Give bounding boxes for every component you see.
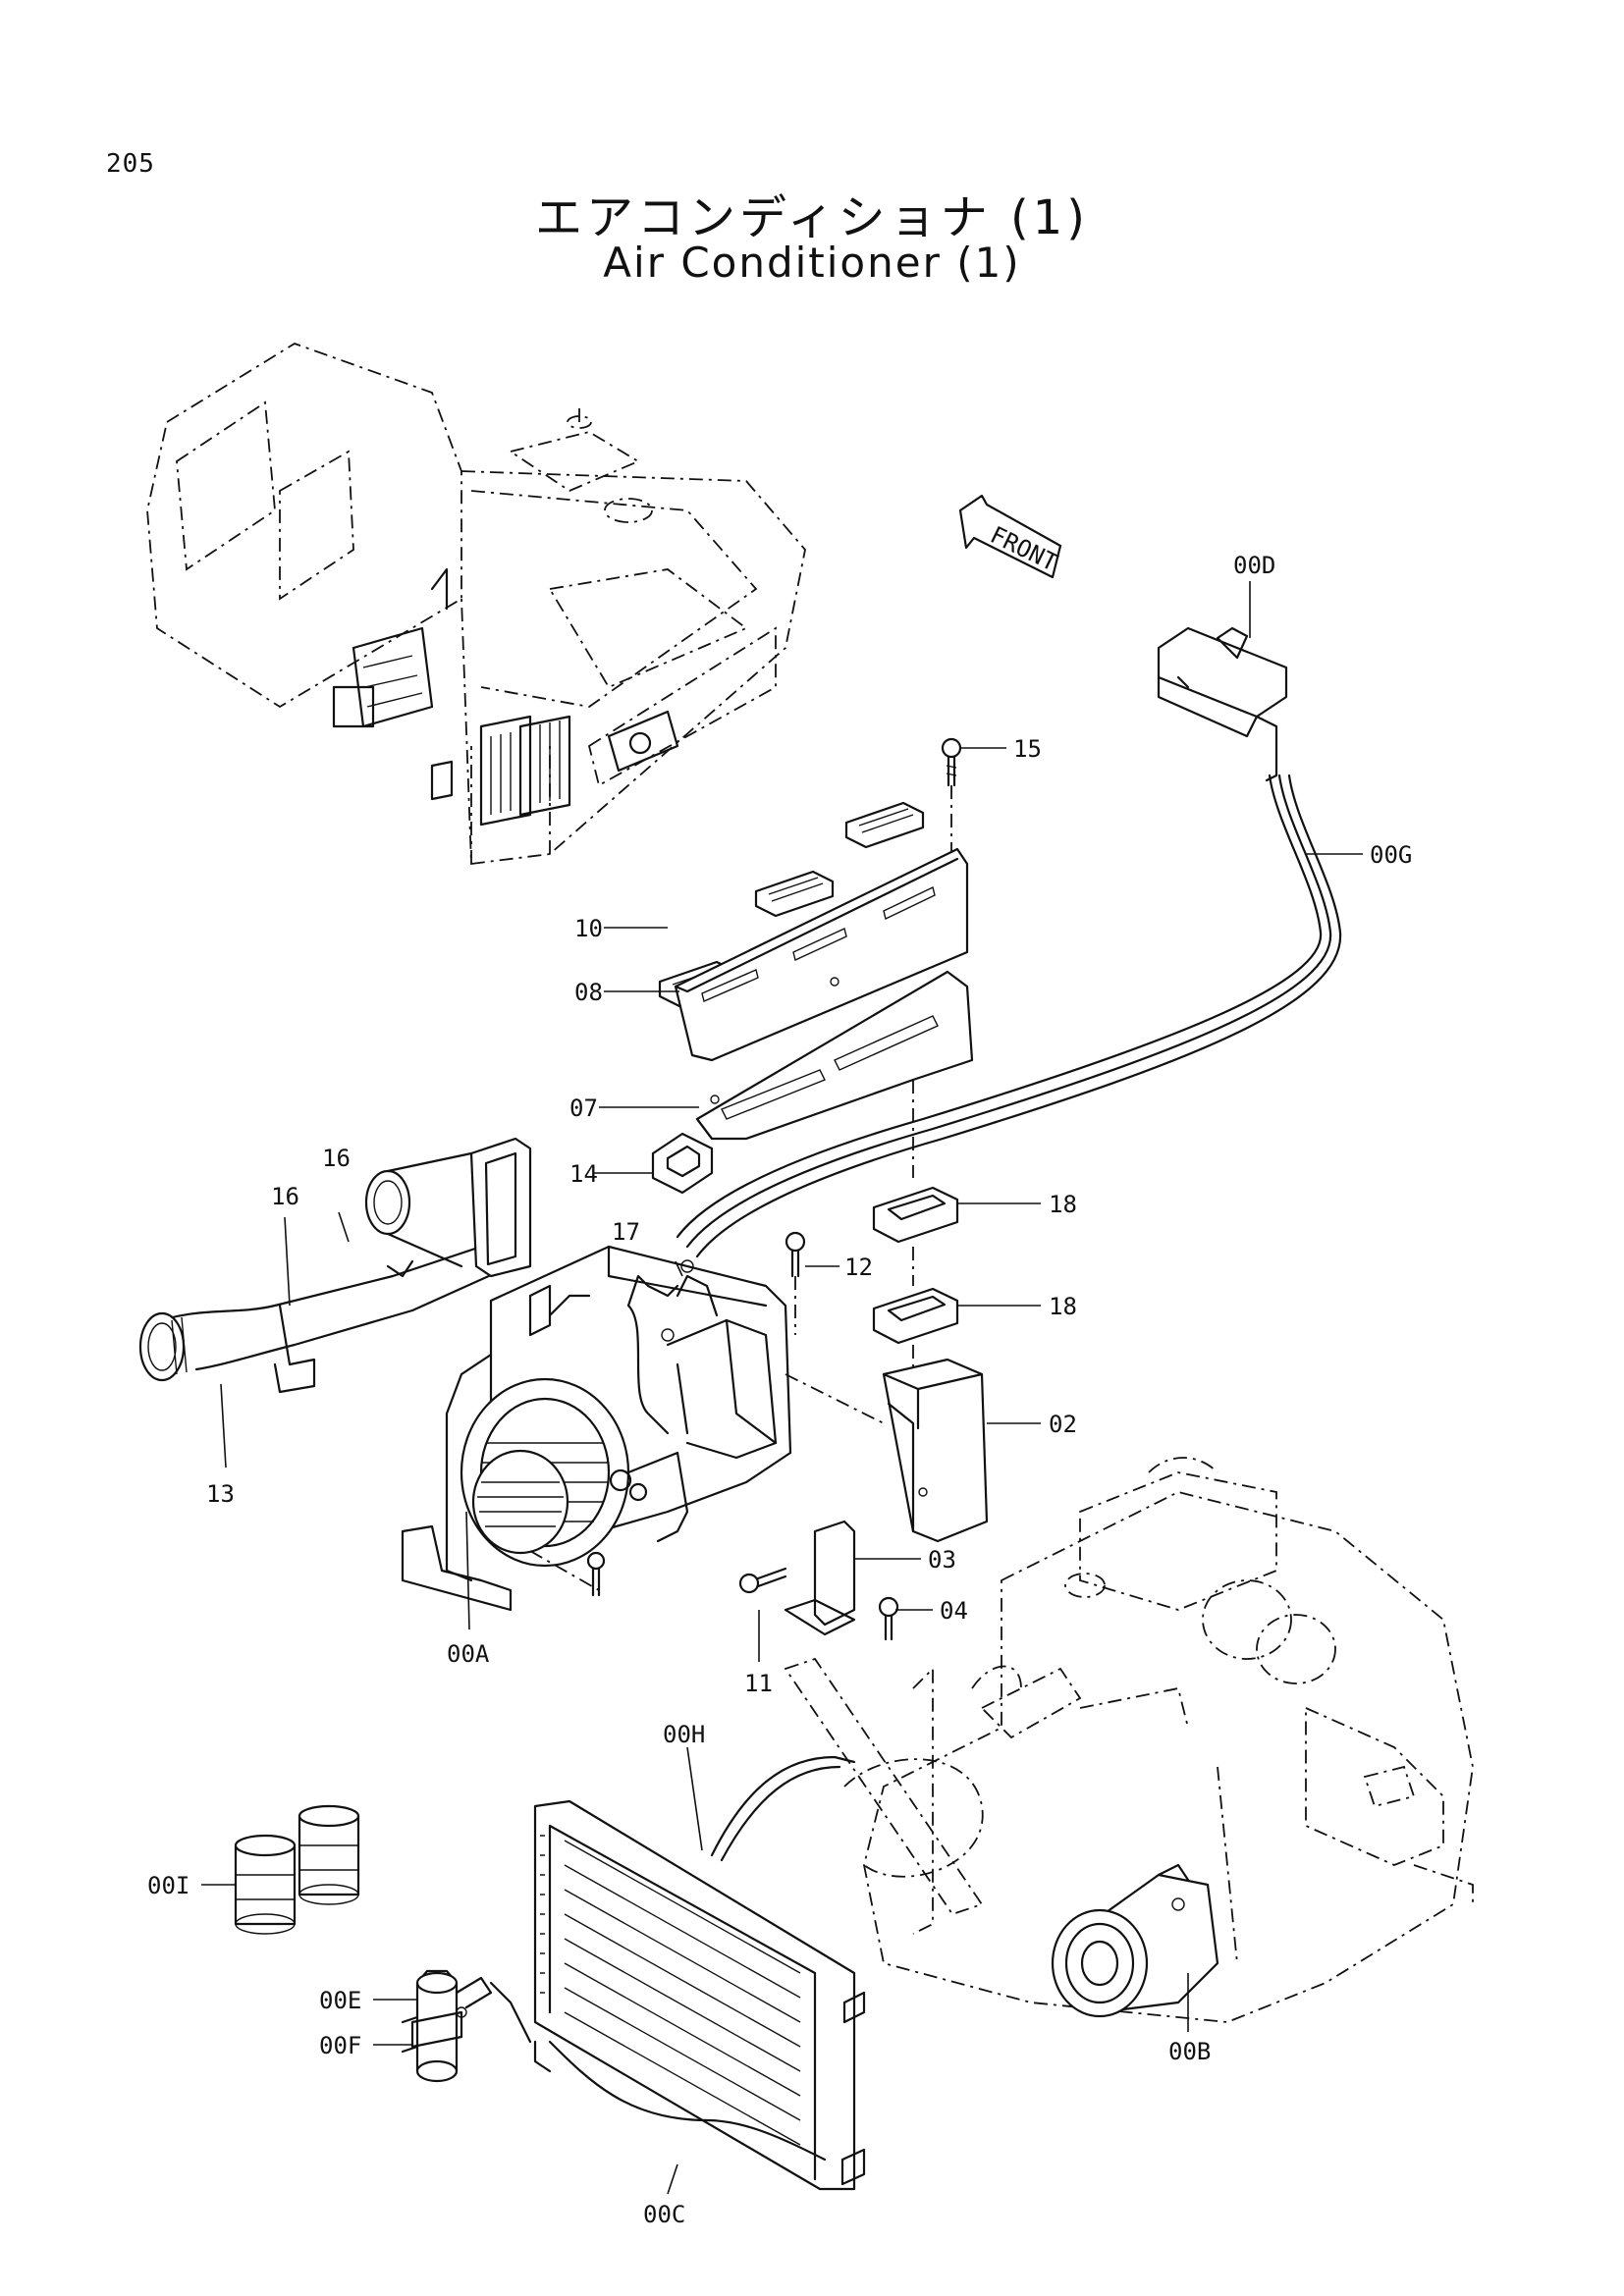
receiver-drier-00E <box>401 1969 532 2083</box>
page-number: 205 <box>106 149 155 179</box>
part-label-00C: 00C <box>643 2201 685 2228</box>
part-label-04: 04 <box>940 1597 968 1625</box>
screw-04 <box>878 1596 899 1641</box>
part-label-02: 02 <box>1049 1411 1077 1438</box>
part-label-00H: 00H <box>663 1721 705 1748</box>
part-label-00F: 00F <box>319 2032 361 2059</box>
part-label-10: 10 <box>574 915 603 942</box>
air-hose-13 <box>138 1137 532 1394</box>
part-label-00E: 00E <box>319 1987 361 2014</box>
part-label-16-lower: 16 <box>271 1183 299 1210</box>
part-label-00D: 00D <box>1233 552 1275 579</box>
part-label-11: 11 <box>744 1670 773 1697</box>
duct-07 <box>695 970 974 1178</box>
leader-lines <box>201 581 1363 2195</box>
screw-12 <box>785 1231 806 1335</box>
bracket-00F <box>410 2010 463 2049</box>
part-label-16-upper: 16 <box>322 1145 351 1172</box>
part-label-18-upper: 18 <box>1049 1191 1077 1218</box>
part-label-00I: 00I <box>147 1872 189 1899</box>
front-arrow: FRONT <box>958 494 1061 579</box>
condenser-00C <box>533 1799 866 2191</box>
excavator-upper-structure <box>146 343 806 866</box>
part-label-12: 12 <box>844 1254 873 1281</box>
filters-00I <box>234 1804 360 1935</box>
compressor-00B <box>1051 1863 1219 2018</box>
part-label-00B: 00B <box>1168 2038 1211 2065</box>
page-title-english: Air Conditioner (1) <box>603 239 1021 287</box>
gasket-18-lower <box>872 1247 959 1369</box>
part-label-13: 13 <box>206 1480 235 1508</box>
part-label-18-lower: 18 <box>1049 1293 1077 1320</box>
screw-11 <box>738 1567 787 1594</box>
part-label-14: 14 <box>569 1160 598 1188</box>
gasket-14 <box>651 1132 714 1195</box>
ac-unit-00A <box>401 1245 885 1612</box>
part-label-08: 08 <box>574 979 603 1006</box>
part-label-00G: 00G <box>1370 841 1412 869</box>
part-label-15: 15 <box>1013 735 1042 763</box>
engine <box>784 1457 1474 2023</box>
gasket-18-upper <box>872 1186 959 1244</box>
bracket-03 <box>784 1520 856 1636</box>
duct-cover-08 <box>674 847 969 1062</box>
control-switch-00D <box>1157 626 1288 782</box>
hose-00H <box>710 1755 856 1862</box>
page-title-japanese: エアコンディショナ (1) <box>535 190 1089 245</box>
duct-02 <box>882 1358 989 1543</box>
harness-00G <box>676 774 1342 1258</box>
part-labels: 00D 15 00G 10 08 07 14 17 18 12 18 16 16… <box>147 552 1412 2228</box>
part-label-03: 03 <box>928 1546 956 1574</box>
part-label-07: 07 <box>569 1095 598 1122</box>
part-label-17: 17 <box>612 1218 640 1246</box>
part-label-00A: 00A <box>447 1640 490 1668</box>
